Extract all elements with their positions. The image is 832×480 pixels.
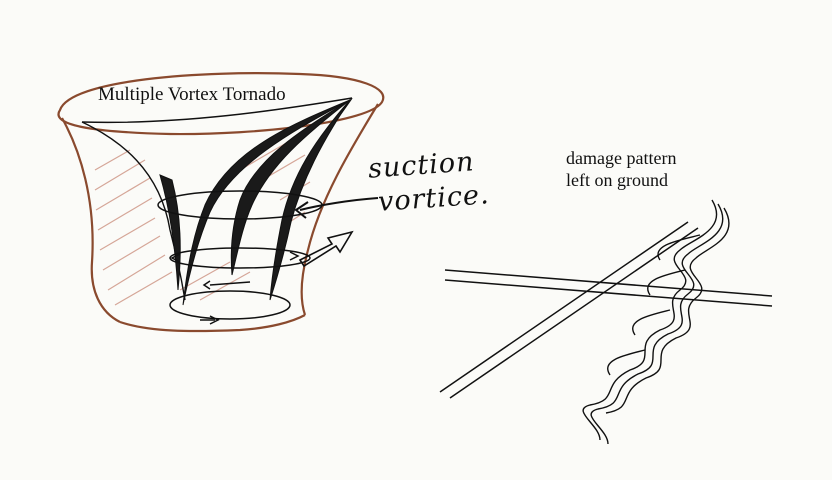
direction-arrow [298,230,354,268]
vortex-center [230,99,351,276]
damage-label-line2: left on ground [566,170,668,190]
funnel-rim [57,72,385,136]
cycloidal-marks [582,199,730,445]
vortex-right [269,99,351,301]
vortex-left [182,99,351,306]
suction-vortices [159,99,351,306]
funnel-left-side [61,117,121,323]
callout-arrow [294,197,379,219]
damage-label-line1: damage pattern [566,148,677,168]
diagram-title: Multiple Vortex Tornado [98,84,286,105]
funnel-bottom [119,314,306,333]
ground-roads [439,221,773,399]
damage-pattern-label: damage pattern left on ground [566,147,676,191]
funnel-right-side [300,103,379,316]
vortex-lower-left [159,174,181,291]
